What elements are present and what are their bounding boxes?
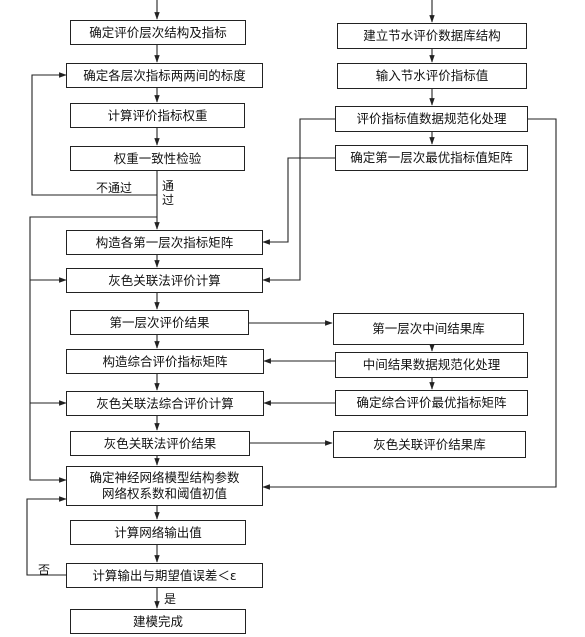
box-pairwise-scale: 确定各层次指标两两间的标度 [66,63,263,88]
box-level1-optimal-matrix: 确定第一层次最优指标值矩阵 [335,145,528,171]
box-build-level1-matrix: 构造各第一层次指标矩阵 [66,230,263,255]
box-define-hierarchy: 确定评价层次结构及指标 [70,20,246,45]
label-yes: 是 [164,592,177,606]
box-grey-composite-calc: 灰色关联法综合评价计算 [66,391,264,416]
label-pass: 通过 [162,179,175,207]
box-compute-output: 计算网络输出值 [70,520,246,545]
box-build-composite-matrix: 构造综合评价指标矩阵 [66,349,264,374]
box-normalize-intermediate: 中间结果数据规范化处理 [335,352,528,378]
box-input-indicators: 输入节水评价指标值 [337,63,527,89]
label-fail: 不通过 [96,181,133,195]
box-error-check: 计算输出与期望值误差＜ε [66,563,263,588]
box-composite-optimal-matrix: 确定综合评价最优指标矩阵 [335,390,528,416]
box-normalize-indicators: 评价指标值数据规范化处理 [335,106,528,132]
box-grey-result: 灰色关联法评价结果 [70,431,250,456]
nn-structure-line1: 确定神经网络模型结构参数 [89,470,240,485]
box-consistency-check: 权重一致性检验 [70,146,245,171]
box-nn-structure: 确定神经网络模型结构参数 网络权系数和阈值初值 [66,466,263,506]
box-grey-relational-calc: 灰色关联法评价计算 [66,268,263,293]
label-no: 否 [38,563,51,577]
nn-structure-line2: 网络权系数和阈值初值 [101,486,227,501]
box-grey-result-db: 灰色关联评价结果库 [333,431,526,458]
box-build-database: 建立节水评价数据库结构 [337,23,527,49]
box-level1-intermediate-db: 第一层次中间结果库 [333,313,524,345]
box-compute-weights: 计算评价指标权重 [70,103,245,128]
box-modeling-done: 建模完成 [70,609,246,634]
box-level1-result: 第一层次评价结果 [70,310,249,335]
